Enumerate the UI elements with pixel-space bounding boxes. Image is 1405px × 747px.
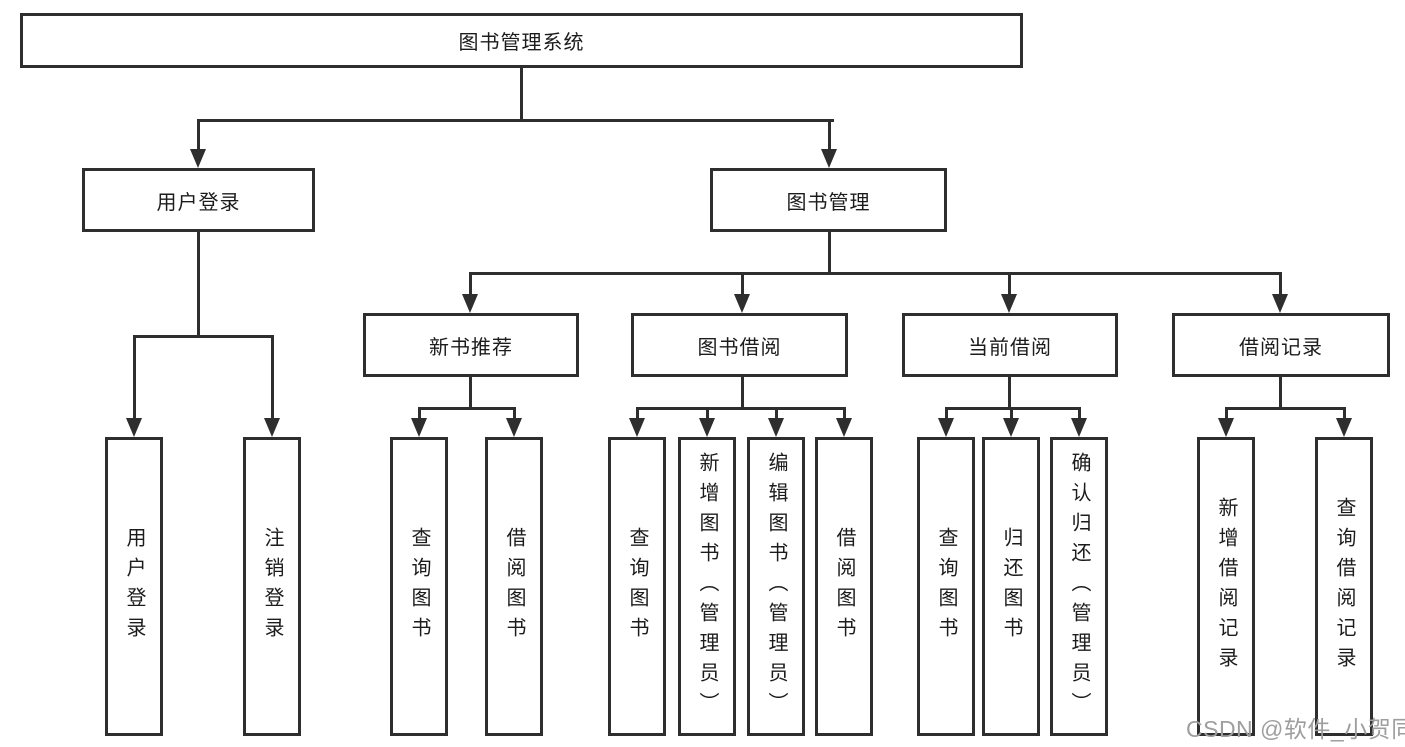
arrow-down-icon	[734, 294, 750, 313]
leaf-query-books-recommend-label: 查询图书	[408, 526, 430, 647]
arrow-down-icon	[629, 418, 645, 437]
node-book-borrow: 图书借阅	[631, 313, 848, 377]
connector-line	[1279, 272, 1282, 296]
arrow-down-icon	[126, 418, 142, 437]
leaf-add-books-admin: 新增图书（管理员）	[678, 437, 736, 736]
csdn-watermark: CSDN @软件_小贺同学	[1186, 716, 1405, 742]
connector-line	[1078, 407, 1081, 421]
leaf-query-books-current: 查询图书	[917, 437, 975, 736]
connector-line	[775, 407, 778, 421]
connector-line	[469, 272, 1281, 275]
arrow-down-icon	[836, 418, 852, 437]
connector-line	[271, 335, 274, 419]
leaf-add-borrow-record-label: 新增借阅记录	[1215, 496, 1237, 677]
connector-line	[741, 272, 744, 296]
connector-line	[520, 68, 523, 121]
leaf-edit-books-admin-label: 编辑图书（管理员）	[765, 451, 787, 722]
arrow-down-icon	[462, 294, 478, 313]
connector-line	[945, 407, 1081, 410]
arrow-down-icon	[506, 418, 522, 437]
node-new-book-recommend: 新书推荐	[363, 313, 579, 377]
connector-line	[636, 407, 639, 421]
connector-line	[1008, 272, 1011, 296]
arrow-down-icon	[1071, 418, 1087, 437]
arrow-down-icon	[699, 418, 715, 437]
node-user-login: 用户登录	[82, 168, 315, 232]
leaf-user-login-label: 用户登录	[123, 526, 145, 647]
connector-line	[843, 407, 846, 421]
leaf-query-books-recommend: 查询图书	[390, 437, 448, 736]
node-current-borrow-label: 当前借阅	[968, 336, 1052, 359]
leaf-query-borrow-record-label: 查询借阅记录	[1333, 496, 1355, 677]
connector-line	[1225, 407, 1346, 410]
arrow-down-icon	[190, 149, 206, 168]
connector-line	[1343, 407, 1346, 421]
arrow-down-icon	[1218, 418, 1234, 437]
node-borrow-records: 借阅记录	[1172, 313, 1390, 377]
leaf-add-borrow-record: 新增借阅记录	[1197, 437, 1255, 736]
leaf-borrow-books-recommend: 借阅图书	[485, 437, 543, 736]
leaf-query-books-borrow-label: 查询图书	[626, 526, 648, 647]
leaf-borrow-books-label: 借阅图书	[833, 526, 855, 647]
node-root: 图书管理系统	[20, 13, 1023, 68]
arrow-down-icon	[1272, 294, 1288, 313]
leaf-return-books: 归还图书	[982, 437, 1040, 736]
arrow-down-icon	[938, 418, 954, 437]
connector-line	[133, 335, 274, 338]
leaf-edit-books-admin: 编辑图书（管理员）	[747, 437, 805, 736]
arrow-down-icon	[1003, 418, 1019, 437]
node-new-book-recommend-label: 新书推荐	[429, 336, 513, 359]
node-borrow-records-label: 借阅记录	[1239, 336, 1323, 359]
arrow-down-icon	[768, 418, 784, 437]
connector-line	[706, 407, 709, 421]
leaf-query-borrow-record: 查询借阅记录	[1315, 437, 1373, 736]
node-user-login-label: 用户登录	[156, 191, 241, 214]
connector-line	[469, 377, 472, 410]
arrow-down-icon	[1336, 418, 1352, 437]
leaf-confirm-return-admin: 确认归还（管理员）	[1050, 437, 1108, 736]
leaf-borrow-books: 借阅图书	[815, 437, 873, 736]
node-book-management: 图书管理	[710, 168, 947, 232]
arrow-down-icon	[411, 418, 427, 437]
arrow-down-icon	[1001, 294, 1017, 313]
connector-line	[469, 272, 472, 296]
connector-line	[418, 407, 516, 410]
leaf-add-books-admin-label: 新增图书（管理员）	[696, 451, 718, 722]
connector-line	[741, 377, 744, 410]
connector-line	[197, 232, 200, 338]
connector-line	[1225, 407, 1228, 421]
connector-line	[133, 335, 136, 419]
node-root-label: 图书管理系统	[458, 32, 585, 54]
connector-line	[513, 407, 516, 421]
connector-line	[418, 407, 421, 421]
connector-line	[1010, 407, 1013, 421]
leaf-return-books-label: 归还图书	[1000, 526, 1022, 647]
leaf-user-login: 用户登录	[105, 437, 163, 736]
leaf-logout: 注销登录	[243, 437, 301, 736]
connector-line	[1279, 377, 1282, 410]
node-book-borrow-label: 图书借阅	[697, 336, 782, 359]
connector-line	[945, 407, 948, 421]
connector-line	[197, 119, 200, 151]
leaf-borrow-books-recommend-label: 借阅图书	[503, 526, 525, 647]
leaf-confirm-return-admin-label: 确认归还（管理员）	[1068, 451, 1090, 722]
node-current-borrow: 当前借阅	[902, 313, 1118, 377]
connector-line	[197, 119, 834, 122]
arrow-down-icon	[821, 149, 837, 168]
leaf-logout-label: 注销登录	[261, 526, 283, 647]
connector-line	[636, 407, 846, 410]
leaf-query-books-borrow: 查询图书	[608, 437, 666, 736]
connector-line	[828, 119, 831, 151]
leaf-query-books-current-label: 查询图书	[935, 526, 957, 647]
connector-line	[828, 232, 831, 275]
connector-line	[1008, 377, 1011, 410]
arrow-down-icon	[264, 418, 280, 437]
node-book-management-label: 图书管理	[786, 191, 871, 214]
